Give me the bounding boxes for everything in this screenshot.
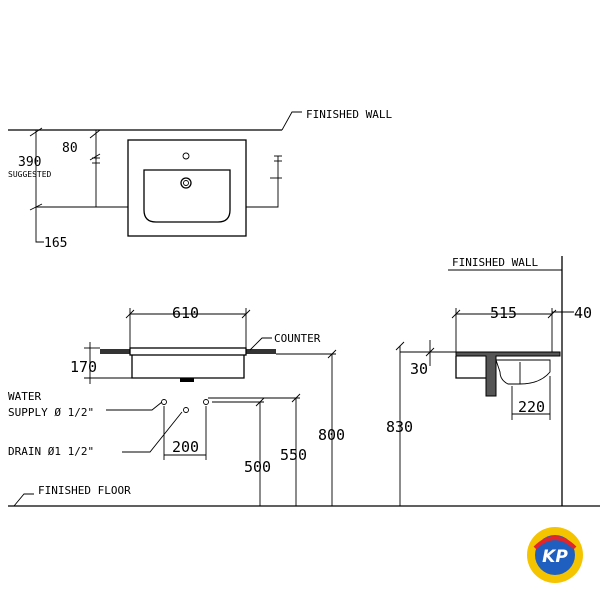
dim-170: 170: [70, 358, 97, 376]
water-supply-label-2: SUPPLY Ø 1/2": [8, 406, 94, 419]
bracket-right: [246, 156, 279, 208]
side-view: FINISHED WALL 515 40 30 220 830: [386, 256, 592, 506]
dim-200: 200: [172, 438, 199, 456]
top-view: FINISHED WALL 80 390 SUGGESTED 165: [8, 108, 392, 251]
front-basin-body: [131, 355, 245, 379]
logo-text: KP: [542, 547, 568, 567]
finished-floor-label: FINISHED FLOOR: [38, 484, 131, 497]
water-supply-point: [161, 399, 167, 405]
dim-830: 830: [386, 418, 413, 436]
dim-500: 500: [244, 458, 271, 476]
drain-label: DRAIN Ø1 1/2": [8, 445, 94, 458]
counter-label: COUNTER: [274, 332, 321, 345]
tap-hole: [182, 152, 190, 160]
kp-logo: KP: [527, 527, 583, 583]
bracket-left: [95, 158, 128, 208]
drain-point: [183, 407, 189, 413]
side-finished-wall-label: FINISHED WALL: [452, 256, 538, 269]
dim-40: 40: [574, 304, 592, 322]
dim-610: 610: [172, 304, 199, 322]
dim-515: 515: [490, 304, 517, 322]
basin-bowl: [143, 169, 231, 223]
side-counter-profile: [455, 351, 561, 397]
dim-80: 80: [62, 141, 78, 156]
dim-165: 165: [44, 236, 67, 251]
dim-30: 30: [410, 360, 428, 378]
basin-outline: [127, 139, 247, 237]
front-view: 610 COUNTER 170 WATER SUPPLY Ø 1/2" DRAI…: [8, 304, 600, 507]
suggested-label: SUGGESTED: [8, 170, 52, 179]
dim-550: 550: [280, 446, 307, 464]
dim-220: 220: [518, 398, 545, 416]
finished-wall-label: FINISHED WALL: [306, 108, 392, 121]
dim-800: 800: [318, 426, 345, 444]
dim-390: 390: [18, 155, 41, 170]
drain-hole: [180, 177, 192, 189]
finished-wall-leader: [281, 111, 302, 131]
side-bowl: [495, 359, 551, 385]
logo-inner: [535, 535, 575, 575]
water-supply-label-1: WATER: [8, 390, 41, 403]
